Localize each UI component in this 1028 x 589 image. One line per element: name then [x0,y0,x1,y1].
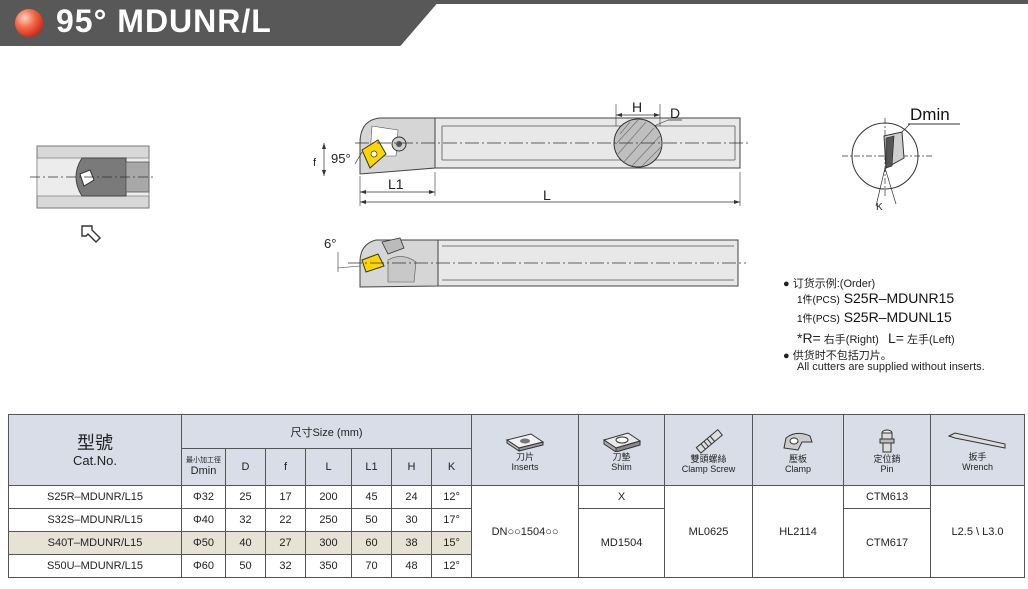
col-f-header: f [265,448,306,486]
order-note-3: 1件(PCS) S25R–MDUNL15 [797,309,952,325]
wrench-icon [947,432,1006,449]
clamp-screw-cell: ML0625 [664,485,754,578]
bullet-icon: ● [783,350,790,362]
red-ball-icon [15,9,43,37]
order-note-2: 1件(PCS) S25R–MDUNR15 [797,290,955,306]
clamp-cell: HL2114 [752,485,845,578]
feed-direction-icon [81,225,101,243]
dim-f-label: f [313,157,317,169]
pin-icon [879,429,895,453]
shim-cell-first: X [578,485,666,509]
clamp-icon [783,432,813,451]
tool-top-view: H D 95° f L1 L [313,99,748,206]
pin-cell: CTM617 [843,508,932,578]
pin-header: 定位銷 Pin [843,414,932,486]
bore-diagram [30,145,155,243]
wrench-cell: L2.5 \ L3.0 [930,485,1026,578]
dim-l-label: L [543,187,551,203]
clamp-header: 壓板 Clamp [752,414,845,486]
angle-95-label: 95° [331,151,351,166]
clamp-screw-header: 雙頭螺絲 Clamp Screw [664,414,754,486]
bullet-icon: ● [783,278,790,290]
order-note-5: ● 供货时不包括刀片。 [783,350,892,362]
shim-icon [602,432,641,452]
angle-6-label: 6° [324,236,336,251]
k-angle-label: K [876,202,883,213]
col-h-header: H [391,448,432,486]
wrench-header: 扳手 Wrench [930,414,1026,486]
dim-l1-label: L1 [388,176,404,192]
col-k-header: K [430,448,473,486]
spec-table: 型號 Cat.No. 尺寸Size (mm) 刀片 Inserts 刀墊 Shi… [8,414,1026,578]
order-note-1: ● 订货示例:(Order) [783,278,876,290]
cat-no-header: 型號 Cat.No. [8,414,182,486]
pin-cell-first: CTM613 [843,485,932,509]
tool-side-view: 6° [324,236,746,288]
col-l-header: L [305,448,352,486]
screw-icon [695,428,723,454]
size-header: 尺寸Size (mm) [180,414,473,449]
order-note-4: *R= 右手(Right) L= 左手(Left) [797,330,955,346]
insert-icon [505,433,545,452]
insert-cell: DN○○1504○○ [471,485,580,578]
header-rule [430,0,1028,4]
dmin-label: Dmin [910,105,950,124]
insert-header: 刀片 Inserts [471,414,580,486]
title-banner [0,0,440,46]
page-title: 95° MDUNR/L [56,3,272,39]
dim-h-label: H [632,99,642,115]
shim-cell: MD1504 [578,508,666,578]
order-note-6: All cutters are supplied without inserts… [797,361,985,373]
col-l1-header: L1 [351,448,392,486]
dim-d-label: D [670,105,680,121]
shim-header: 刀墊 Shim [578,414,666,486]
col-d-header: D [225,448,266,486]
dmin-section-diagram: Dmin K [842,105,960,213]
